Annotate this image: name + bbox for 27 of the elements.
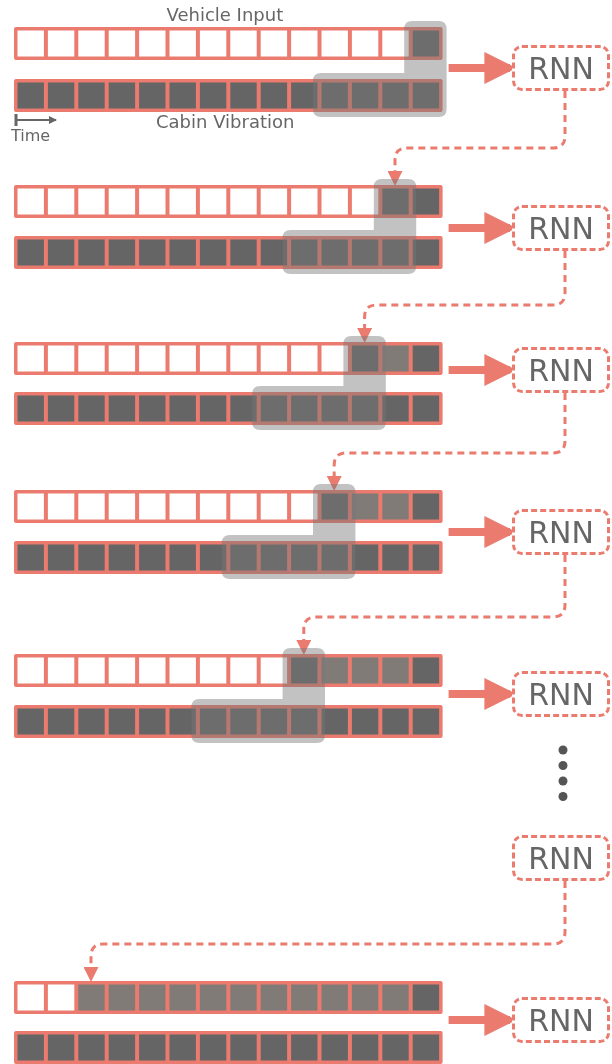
arrow <box>387 91 567 186</box>
input-sequence-bar <box>13 980 443 1014</box>
input-sequence-bar <box>13 489 443 523</box>
vibration-sequence-bar <box>13 235 443 269</box>
input-sequence-bar <box>13 341 443 375</box>
input-sequence-bar <box>13 184 443 218</box>
vibration-sequence-bar <box>13 78 443 112</box>
row-label: Cabin Vibration <box>156 111 295 132</box>
rnn-box: RNN <box>512 997 610 1043</box>
row-label: Vehicle Input <box>166 4 284 25</box>
vibration-sequence-bar <box>13 391 443 425</box>
arrow <box>357 251 567 343</box>
input-sequence-bar <box>13 26 443 60</box>
axis-label: Time <box>11 126 51 145</box>
rnn-box: RNN <box>512 347 610 393</box>
arrow <box>83 881 567 982</box>
vibration-sequence-bar <box>13 1030 443 1064</box>
arrow <box>326 393 567 491</box>
vibration-sequence-bar <box>13 540 443 574</box>
arrow <box>296 555 567 655</box>
rnn-box: RNN <box>512 835 610 881</box>
rnn-box: RNN <box>512 45 610 91</box>
input-sequence-bar <box>13 653 443 687</box>
vibration-sequence-bar <box>13 704 443 738</box>
rnn-box: RNN <box>512 671 610 717</box>
rnn-box: RNN <box>512 509 610 555</box>
rnn-box: RNN <box>512 205 610 251</box>
